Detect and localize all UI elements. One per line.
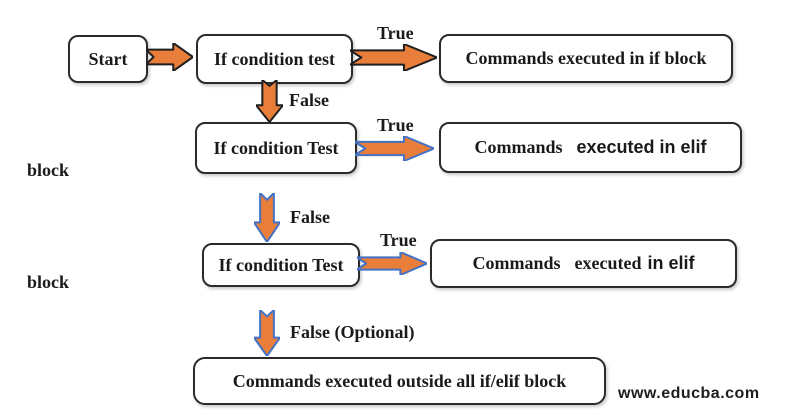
false-label-2: False bbox=[290, 207, 330, 227]
watermark-text: www.educba.com bbox=[618, 385, 760, 402]
outside-result-label: Commands executed outside all if/elif bl… bbox=[232, 370, 567, 391]
if-condition-node-3-label: If condition Test bbox=[218, 254, 344, 275]
flow-arrow-true-1 bbox=[350, 44, 437, 71]
elif-result-1-word2: executed in elif bbox=[576, 137, 707, 157]
elif-result-1-word1: Commands bbox=[474, 137, 563, 157]
if-block-result-label: Commands executed in if block bbox=[465, 48, 707, 68]
if-condition-node-1-label: If condition test bbox=[214, 48, 335, 69]
if-condition-node-2-label: If condition Test bbox=[213, 137, 339, 158]
elif-result-2-word1: Commands bbox=[472, 253, 561, 273]
if-condition-node-2: If condition Test bbox=[195, 122, 357, 174]
false-optional-label: False (Optional) bbox=[290, 322, 415, 342]
elif-result-2-word2: executed bbox=[574, 253, 642, 273]
elif-wrap-text-1: block bbox=[27, 160, 70, 180]
outside-result-node: Commands executed outside all if/elif bl… bbox=[193, 357, 606, 405]
true-label-1: True bbox=[377, 23, 414, 43]
flow-arrow-start-to-if1 bbox=[146, 43, 193, 71]
start-node: Start bbox=[68, 35, 148, 83]
elif-wrap-text-2: block bbox=[27, 272, 70, 292]
flow-arrow-true-3 bbox=[357, 252, 427, 275]
true-label-3: True bbox=[380, 230, 417, 250]
start-node-label: Start bbox=[88, 48, 128, 69]
if-condition-node-3: If condition Test bbox=[202, 243, 360, 287]
elif-result-node-1: Commands executed in elif bbox=[439, 122, 742, 173]
elif-result-2-word3: in elif bbox=[647, 253, 695, 273]
flow-arrow-false-1 bbox=[256, 80, 283, 122]
flow-arrow-true-2 bbox=[355, 136, 434, 161]
if-condition-node-1: If condition test bbox=[196, 34, 353, 84]
flow-arrow-false-2 bbox=[254, 193, 280, 242]
if-block-result-node: Commands executed in if block bbox=[439, 34, 733, 83]
false-label-1: False bbox=[289, 90, 329, 110]
elif-result-node-2: Commands executed in elif bbox=[430, 239, 737, 288]
flow-arrow-false-3 bbox=[254, 310, 280, 356]
true-label-2: True bbox=[377, 115, 414, 135]
